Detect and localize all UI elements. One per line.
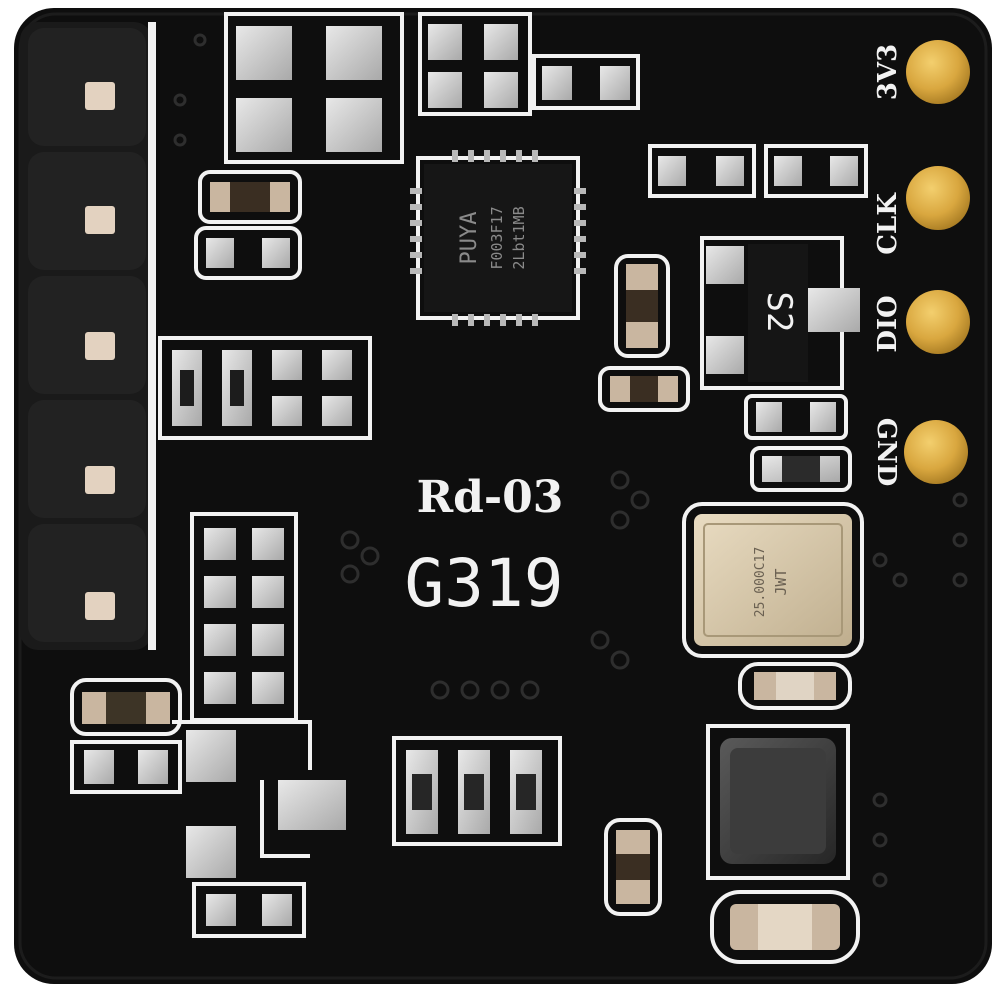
smd-cap-vertical <box>598 254 690 412</box>
pin-label-gnd: GND <box>871 418 901 487</box>
smd-parts-right-mid <box>744 394 852 492</box>
header-pin-4 <box>85 466 115 494</box>
crystal-oscillator: 25.000C17 JWT <box>682 502 864 658</box>
pin-3v3-pad <box>906 40 970 104</box>
header-pin-2 <box>85 206 115 234</box>
transistor-s2: S2 <box>700 236 860 390</box>
smd-resistors-bottom <box>392 736 562 846</box>
header-pin-1 <box>85 82 115 110</box>
vias <box>173 33 968 888</box>
smd-parts-right-top <box>648 144 868 198</box>
code-label: G319 <box>405 545 564 622</box>
pad-grid-lower-left <box>190 512 298 722</box>
crystal-marking-line2: JWT <box>772 568 790 595</box>
model-label: Rd-03 <box>417 472 564 523</box>
pin-label-clk: CLK <box>873 192 903 255</box>
pin-dio-pad <box>906 290 970 354</box>
edge-pins: 3V3 CLK DIO GND <box>871 40 970 486</box>
smd-cap-below-crystal <box>738 662 852 710</box>
header-pin-3 <box>85 332 115 360</box>
smd-cap-bottom-center <box>604 818 662 916</box>
smd-pads-top <box>418 12 640 116</box>
pin-gnd-pad <box>904 420 968 484</box>
crystal-marking-line1: 25.000C17 <box>753 547 768 617</box>
pin-header <box>20 22 156 650</box>
header-pin-5 <box>85 592 115 620</box>
transistor-marking: S2 <box>759 292 799 333</box>
smd-parts-bottom-left <box>70 678 346 938</box>
chip-marking-line2: F003F17 <box>488 206 506 269</box>
pad-block-top-left <box>224 12 404 164</box>
power-inductor <box>706 724 850 880</box>
smd-caps-left <box>194 170 302 280</box>
pin-label-3v3: 3V3 <box>873 44 903 100</box>
smd-cap-bottom-right <box>710 890 860 964</box>
chip-marking-line3: 2Lbt1MB <box>510 206 528 269</box>
pad-grid-mid-left <box>158 336 372 440</box>
chip-marking-line1: PUYA <box>457 212 482 265</box>
mcu-chip: PUYA F003F17 2Lbt1MB <box>410 150 586 326</box>
pin-clk-pad <box>906 166 970 230</box>
pin-label-dio: DIO <box>873 295 903 352</box>
